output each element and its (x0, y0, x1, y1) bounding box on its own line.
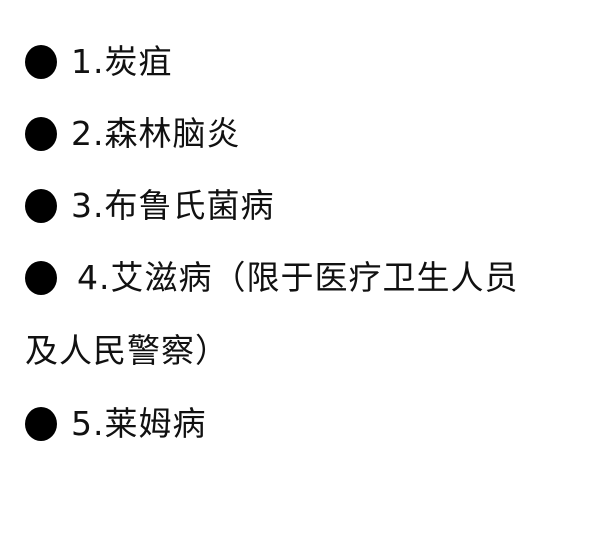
list-item: 3.布鲁氏菌病 (25, 182, 275, 230)
bullet-icon (25, 407, 57, 441)
list-item-text-continued: 及人民警察） (25, 331, 229, 370)
list-item: 2.森林脑炎 (25, 110, 241, 158)
bullet-icon (25, 45, 57, 79)
list-item-text: 2.森林脑炎 (71, 114, 241, 153)
list-item-text: 5.莱姆病 (71, 404, 207, 443)
bullet-icon (25, 117, 57, 151)
list-item-text: 3.布鲁氏菌病 (71, 186, 275, 225)
list-item: 4.艾滋病（限于医疗卫生人员 (25, 254, 519, 302)
list-item-text: 4.艾滋病（限于医疗卫生人员 (77, 258, 519, 297)
list-item: 5.莱姆病 (25, 400, 207, 448)
list-item-text: 1.炭疽 (71, 42, 173, 81)
list-item: 1.炭疽 (25, 38, 173, 86)
bullet-icon (25, 189, 57, 223)
bullet-icon (25, 261, 57, 295)
